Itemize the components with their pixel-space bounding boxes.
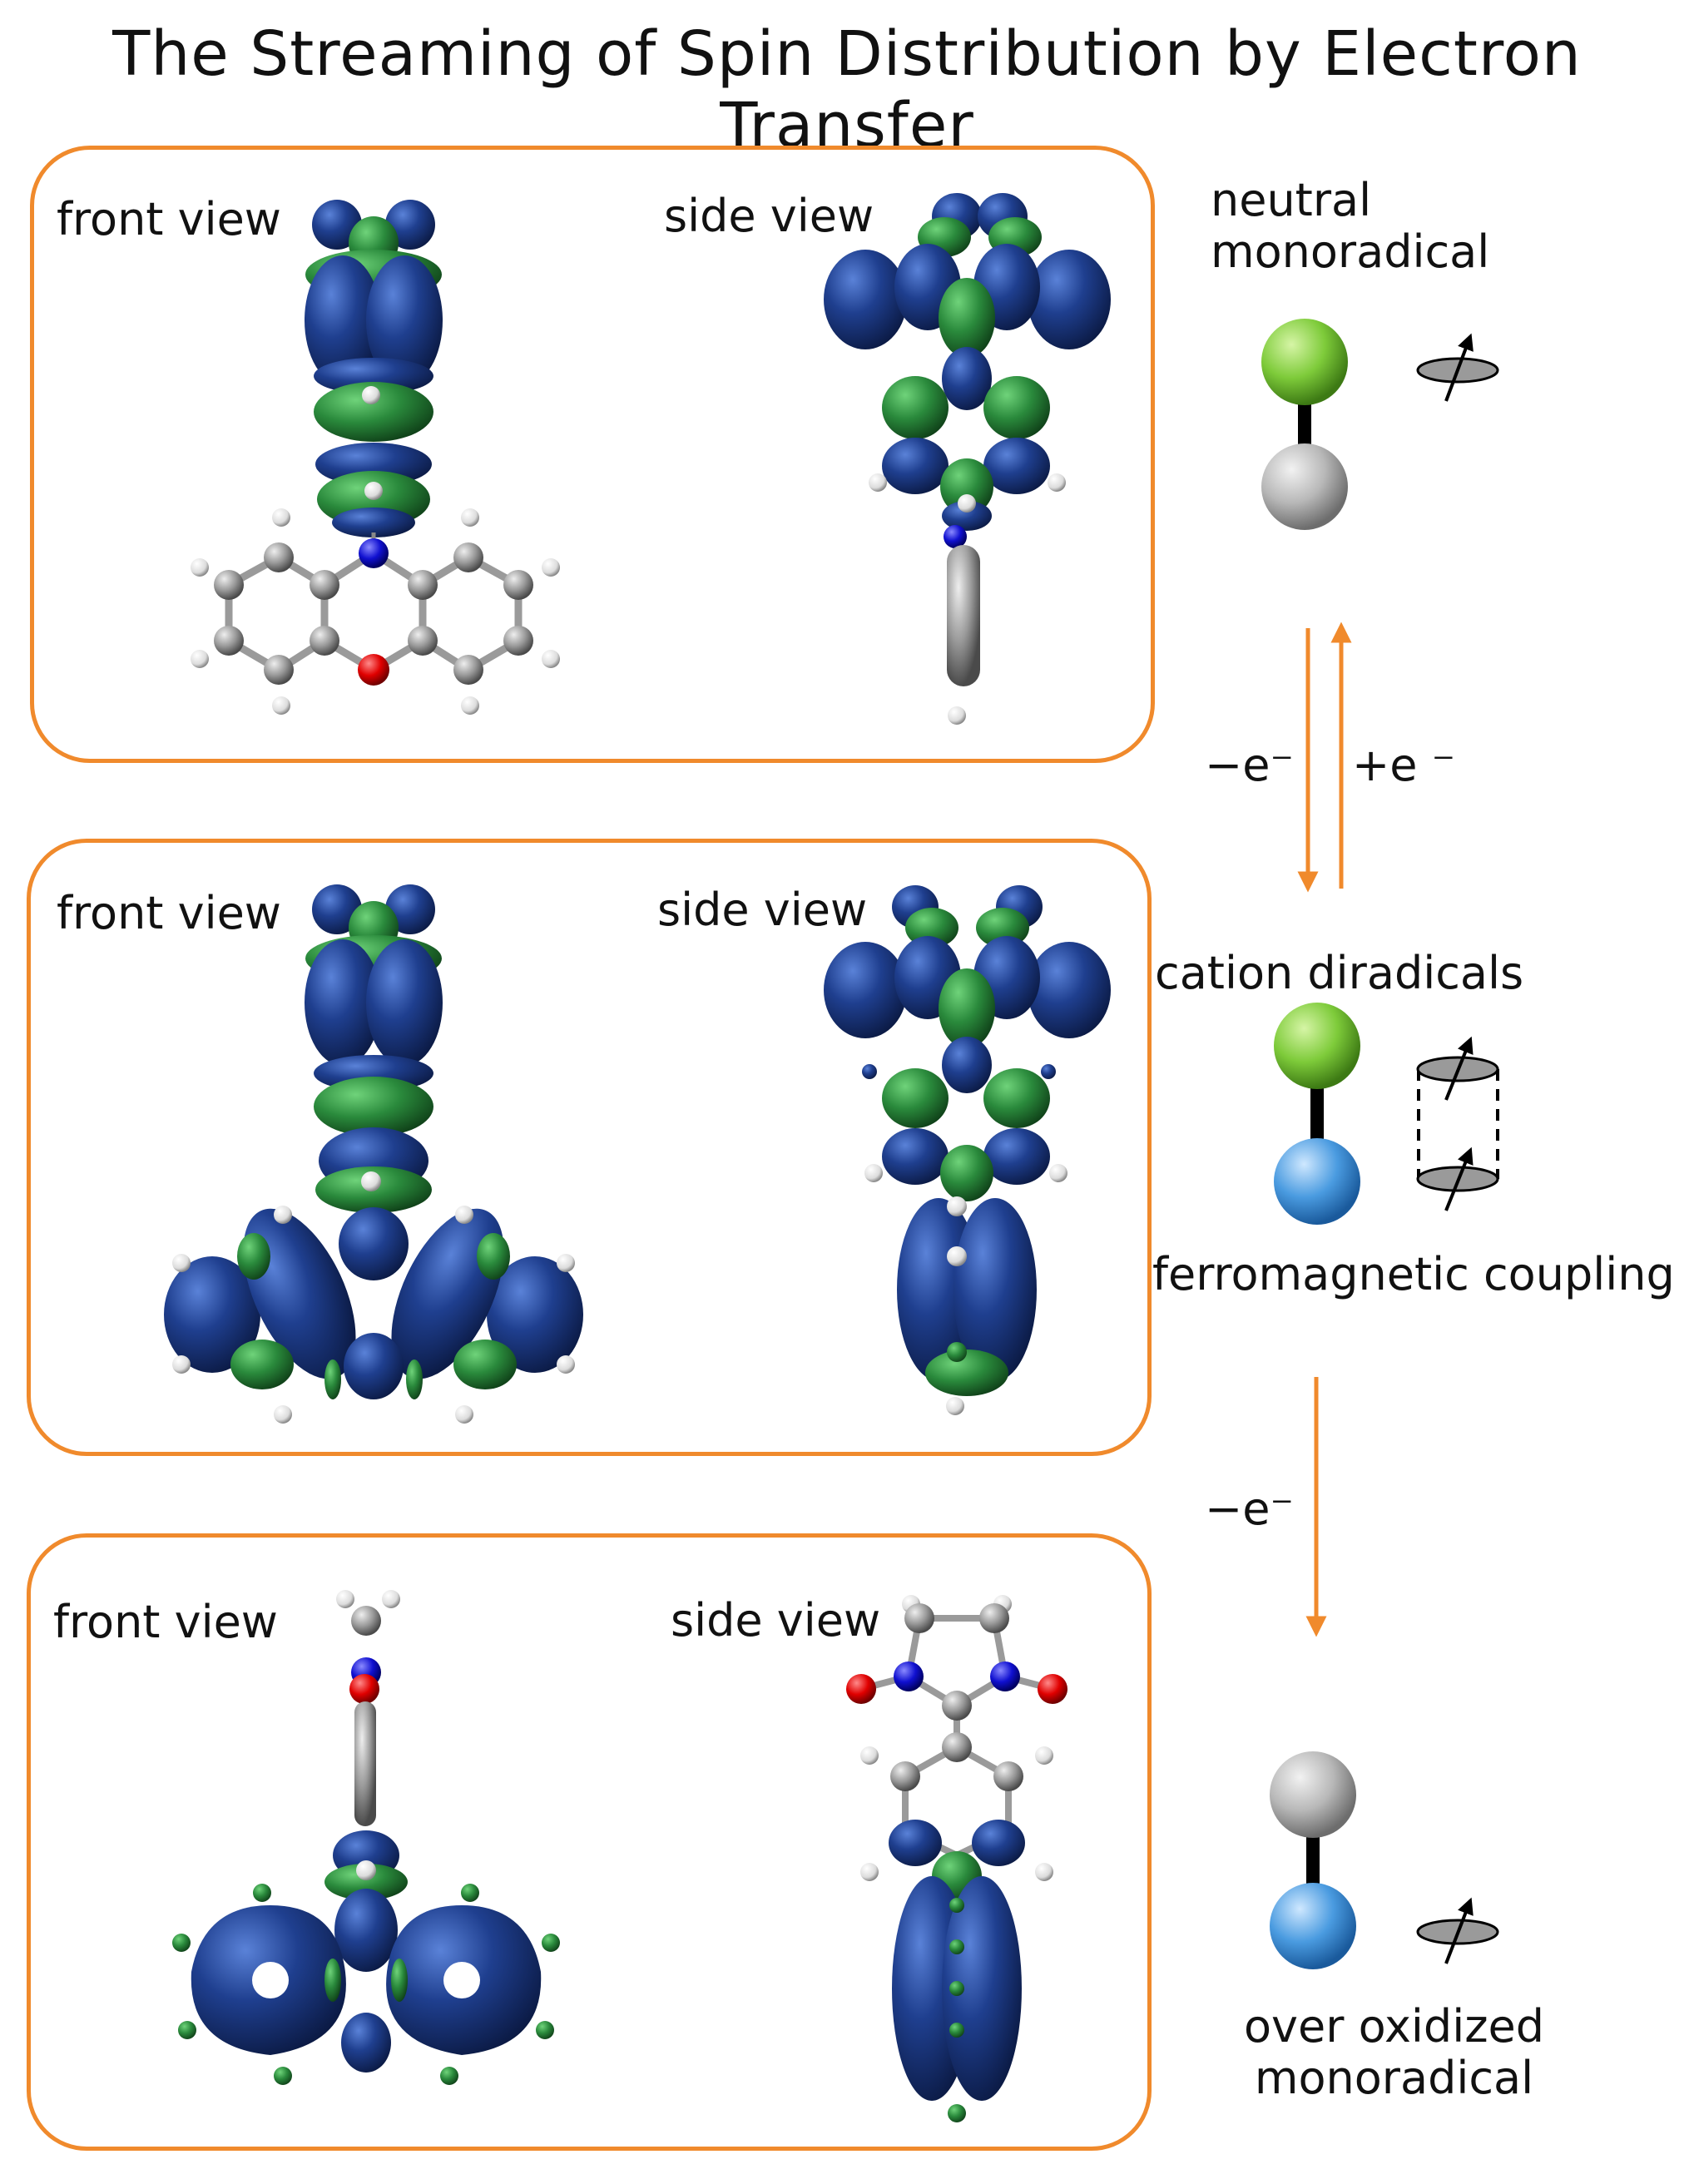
- panel2-front-molecule: [164, 884, 583, 1424]
- arrow-plus-e-label: +e ⁻: [1352, 739, 1456, 791]
- panel1-side-molecule: [824, 193, 1111, 725]
- arrow-minus-e-2-label: −e⁻: [1205, 1483, 1294, 1535]
- panel2-side-molecule: [824, 885, 1111, 1415]
- panel1-front-label: front view: [57, 193, 281, 245]
- neutral-radical-model: [1261, 319, 1348, 530]
- panel3-front-molecule: [172, 1590, 560, 2085]
- reduction-oxidation-arrows: [1297, 622, 1352, 893]
- panel3-side-label: side view: [671, 1594, 881, 1647]
- state-cation-label: cation diradicals: [1155, 947, 1524, 999]
- panel1-front-molecule: [191, 200, 560, 715]
- state-coupling-label: ferromagnetic coupling: [1152, 1248, 1675, 1300]
- cation-diradical-model: [1274, 1003, 1360, 1225]
- spin-up-icon: [1416, 333, 1499, 402]
- panel3-front-label: front view: [53, 1596, 278, 1648]
- panel2-front-label: front view: [57, 887, 281, 939]
- panel2-side-label: side view: [657, 884, 868, 936]
- state-neutral-label: neutral monoradical: [1211, 174, 1490, 278]
- figure-title: The Streaming of Spin Distribution by El…: [112, 18, 1582, 161]
- state-oxidized-label: over oxidized monoradical: [1244, 2000, 1545, 2104]
- panel1-side-label: side view: [664, 190, 874, 242]
- oxidized-radical-model: [1270, 1751, 1356, 1969]
- arrow-minus-e-1-label: −e⁻: [1205, 739, 1294, 791]
- coupled-spins-icon: [1416, 1036, 1499, 1211]
- spin-up-icon-2: [1416, 1897, 1499, 1964]
- panel3-side-molecule: [846, 1595, 1067, 2122]
